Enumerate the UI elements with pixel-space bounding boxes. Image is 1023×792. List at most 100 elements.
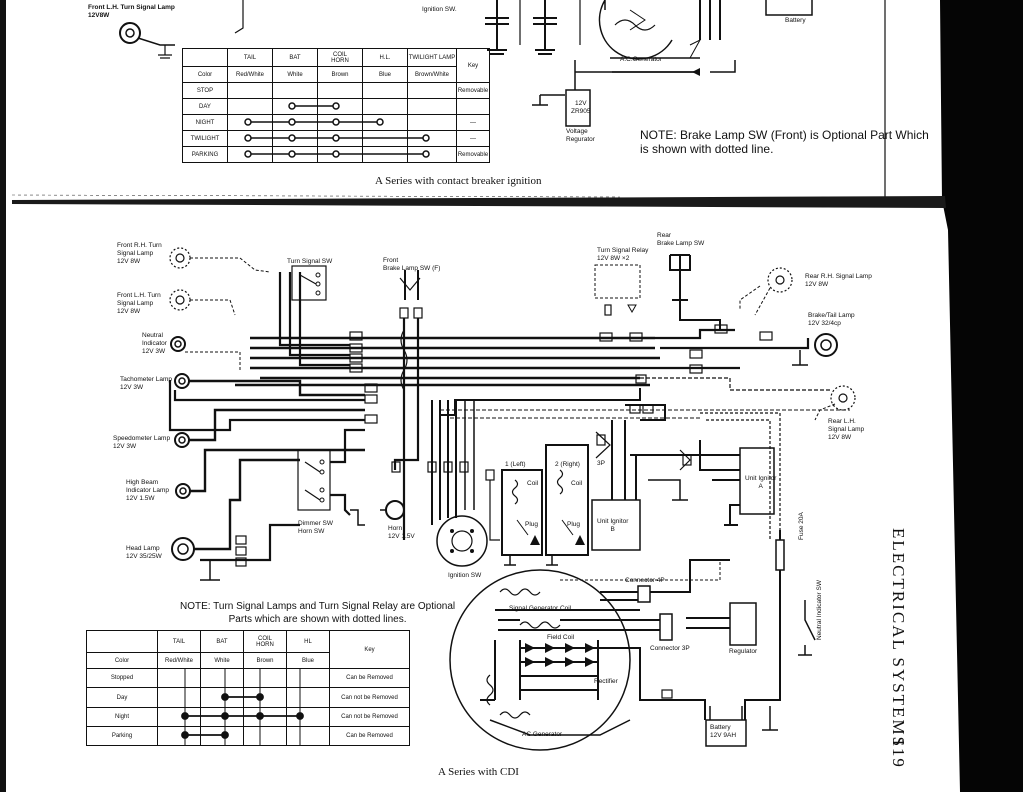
top-table-key: Removable: [456, 82, 490, 99]
plug-label-left: Plug: [525, 521, 539, 528]
top-table-color: Brown: [317, 66, 363, 83]
rear-brake-switch-icon: [669, 254, 691, 301]
bottom-table-row-label: Night: [86, 706, 158, 727]
bottom-table-key: Can be Removed: [329, 668, 410, 689]
left-page-edge: [0, 0, 6, 792]
bottom-table-key: Can not be Removed: [329, 706, 410, 727]
ignition-switch-icon: [436, 515, 488, 567]
bottom-table-key: Can be Removed: [329, 725, 410, 747]
bottom-table-header: COIL HORN: [243, 629, 287, 654]
bottom-table-row-label: Stopped: [86, 668, 158, 689]
rectifier-diodes: [519, 640, 599, 700]
horn-label: Horn 12V 1.5V: [388, 525, 415, 540]
top-table-header: Key: [456, 48, 490, 83]
field-coil-label: Field Coil: [547, 634, 575, 641]
signal-gen-coil-label: Signal Generator Coil: [509, 605, 572, 612]
front-rh-turn-label: Front R.H. Turn Signal Lamp 12V 8W: [117, 242, 162, 265]
dimmer-horn-switch-box: [297, 449, 331, 511]
top-table-color: Color: [182, 66, 228, 83]
top-table-row-label: PARKING: [182, 146, 228, 163]
ac-generator-icon: [449, 569, 631, 751]
top-table-key: Removable: [456, 146, 490, 163]
bottom-table-header: TAIL: [157, 629, 201, 654]
top-table-row-label: TWILIGHT: [182, 130, 228, 147]
plug-label-right: Plug: [567, 521, 581, 528]
condenser-2-icon: [533, 0, 557, 55]
top-switch-table: TAIL BAT COIL HORN H.L. TWILIGHT LAMP Ke…: [182, 48, 490, 163]
turn-signal-sw-label: Turn Signal SW: [287, 258, 333, 265]
top-caption: A Series with contact breaker ignition: [375, 175, 542, 187]
unit-ignitor-b-label: Unit Ignitor B: [597, 518, 629, 533]
rectifier-label: Rectifier: [594, 678, 618, 685]
bottom-table-color: White: [200, 652, 244, 670]
condenser-1-icon: [485, 0, 509, 55]
ac-generator-label: A.C.Generator: [620, 56, 662, 63]
speedometer-lamp-icon: [174, 432, 190, 448]
tachometer-lamp-icon: [174, 373, 190, 389]
bottom-table-header: [86, 629, 158, 654]
tachometer-label: Tachometer Lamp 12V 3W: [120, 376, 173, 391]
battery-box: [705, 719, 747, 747]
coil-label-right: Coil: [571, 480, 583, 487]
horn-icon: [385, 500, 405, 520]
bottom-table-row-label: Parking: [86, 725, 158, 747]
top-table-header: H.L.: [362, 48, 408, 67]
top-note: NOTE: Brake Lamp SW (Front) is Optional …: [640, 128, 929, 156]
turn-signal-relay-label: Turn Signal Relay 12V 8W ×2: [597, 247, 649, 262]
regulator-box: [729, 602, 757, 646]
brake-tail-label: Brake/Tail Lamp 12V 32/4cp: [808, 312, 855, 327]
top-table-header: COIL HORN: [317, 48, 363, 67]
top-table-color: White: [272, 66, 318, 83]
connector-4p-label: Connector 4P: [625, 577, 665, 584]
unit-ignitor-b-box: [591, 499, 641, 551]
bottom-table-row-label: Day: [86, 687, 158, 708]
unit-ignitor-a-label: Unit Ignitor A: [745, 475, 777, 490]
top-table-color: Red/White: [227, 66, 273, 83]
bottom-table-color: Brown: [243, 652, 287, 670]
front-lh-turn-lamp-top-icon: [119, 22, 141, 44]
front-lh-turn-label: Front L.H. Turn Signal Lamp 12V 8W: [117, 292, 161, 315]
battery-bottom-label: Battery 12V 9AH: [710, 724, 737, 739]
rear-lh-signal-label: Rear L.H. Signal Lamp 12V 8W: [828, 418, 865, 441]
fuse-label: Fuse 20A: [798, 512, 805, 540]
front-lh-turn-lamp-label: Front L.H. Turn Signal Lamp 12V8W: [88, 4, 175, 19]
top-table-key: —: [456, 114, 490, 131]
top-table-header: BAT: [272, 48, 318, 67]
ignition-sw-bottom-label: Ignition SW: [448, 572, 482, 579]
ground-symbol: [158, 45, 172, 59]
voltage-regulator-label: Voltage Regurator: [566, 128, 595, 143]
bottom-note: NOTE: Turn Signal Lamps and Turn Signal …: [180, 601, 456, 625]
bottom-table-color: Red/White: [157, 652, 201, 670]
connector-3p-label: Connector 3P: [650, 645, 690, 652]
top-table-header: TAIL: [227, 48, 273, 67]
brake-tail-lamp-icon: [814, 333, 838, 357]
three-p-label: 3P: [597, 460, 605, 467]
bottom-diagram: [168, 247, 856, 751]
ignition-sw-label: Ignition SW.: [422, 6, 457, 13]
top-table-header: [182, 48, 228, 67]
coil-left-label: 1 (Left): [505, 461, 526, 468]
side-title: ELECTRICAL SYSTEMS: [889, 528, 908, 749]
bottom-table-key: Can not be Removed: [329, 687, 410, 708]
fuse-20a-icon: [775, 539, 785, 571]
ac-generator-bottom-label: AC Generator: [522, 731, 563, 738]
page-separator: [12, 196, 946, 208]
bottom-table-header: Key: [329, 629, 410, 670]
high-beam-indicator-icon: [175, 483, 191, 499]
page-separator-dashes: [11, 194, 621, 198]
ac-generator-top-icon: [598, 0, 673, 60]
neutral-indicator-icon: [170, 336, 186, 352]
coil-right-label: 2 (Right): [555, 461, 580, 468]
field-coil-icon: [519, 621, 561, 629]
bottom-table-color: Color: [86, 652, 158, 670]
bottom-table-header: HL: [286, 629, 330, 654]
harness-connectors: [235, 324, 773, 567]
top-table-color: Blue: [362, 66, 408, 83]
battery-label: Battery: [785, 17, 806, 24]
connector-3p: [659, 613, 673, 641]
top-table-key: [456, 98, 490, 115]
bottom-table-color: Blue: [286, 652, 330, 670]
high-beam-label: High Beam Indicator Lamp 12V 1.5W: [126, 479, 169, 502]
